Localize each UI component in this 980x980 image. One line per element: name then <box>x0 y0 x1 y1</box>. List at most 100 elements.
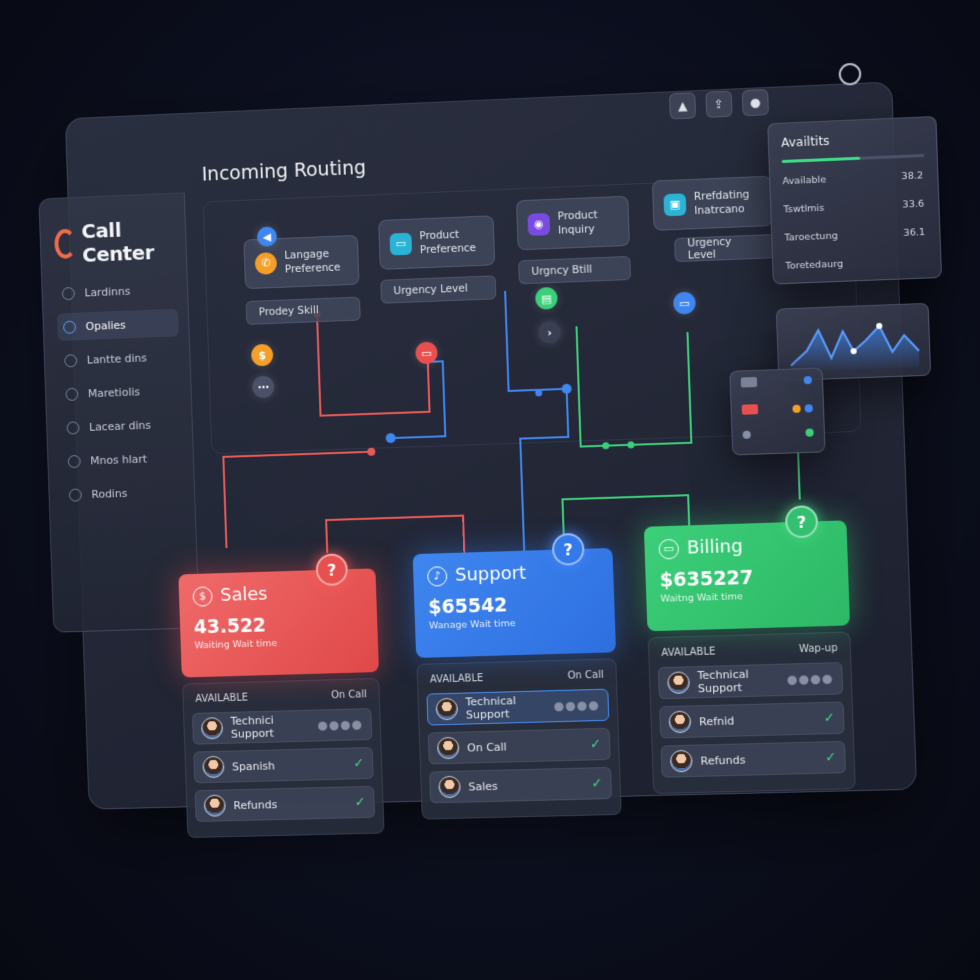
sidebar-item-label: Lacear dins <box>88 418 152 434</box>
more-icon[interactable]: ●●●● <box>786 671 834 687</box>
agent-name: Technici Support <box>230 713 274 741</box>
sub-node-label: Prodey Skill <box>258 304 319 319</box>
sidebar-item-4[interactable]: Lacear dins <box>60 410 182 442</box>
card-icon <box>741 403 759 415</box>
card-icon <box>740 376 758 388</box>
user-icon: ● <box>749 95 761 110</box>
queue-subtitle: Wanage Wait time <box>428 618 516 632</box>
sidebar-item-label: Maretiolis <box>87 384 141 400</box>
check-icon: ✓ <box>824 749 837 766</box>
agent-row[interactable]: Technici Support ●●●● <box>191 708 373 745</box>
dollar-icon: $ <box>192 585 213 607</box>
col-status: On Call <box>567 669 604 682</box>
queue-sales[interactable]: ? $Sales 43.522 Waiting Wait time AVAILA… <box>178 553 385 839</box>
sidebar-item-3[interactable]: Maretiolis <box>59 376 181 408</box>
agent-name: Refunds <box>700 752 746 768</box>
more-icon[interactable]: ●●●● <box>553 697 601 714</box>
agent-name: Technical Support <box>465 694 517 722</box>
queue-amount: $65542 <box>427 594 508 619</box>
sidebar-item-6[interactable]: Rodins <box>63 477 185 509</box>
queue-subtitle: Waiting Wait time <box>194 638 278 652</box>
nav-icon <box>67 454 81 468</box>
app-logo[interactable]: Call Center <box>54 215 186 268</box>
check-icon: ✓ <box>354 794 366 810</box>
nav-icon <box>61 286 75 300</box>
queue-header: ? ♪Support $65542 Wanage Wait time <box>412 532 617 658</box>
availability-value: 33.6 <box>902 198 925 211</box>
queue-billing[interactable]: ? ▭Billing $635227 Waitng Wait time AVAI… <box>643 505 856 795</box>
alert-icon: ▲ <box>677 98 688 114</box>
status-dot <box>803 375 812 385</box>
trend-panel <box>775 302 932 382</box>
agent-row[interactable]: Refnid✓ <box>659 701 845 739</box>
app-title: Call Center <box>81 217 155 267</box>
agent-row[interactable]: Refunds✓ <box>194 785 376 822</box>
nav-icon <box>64 353 78 367</box>
upload-button[interactable]: ⇪ <box>705 90 733 118</box>
sub-node-urgency-3[interactable]: Urgency Level <box>674 233 777 263</box>
queue-agents: AVAILABLE On Call Technical Support ●●●● O… <box>416 658 622 820</box>
agent-row[interactable]: Technical Support ●●●● <box>657 662 844 700</box>
col-available: AVAILABLE <box>429 673 484 686</box>
agent-name: Technical Support <box>697 667 749 696</box>
sub-node-urgency[interactable]: Urgency Level <box>380 275 497 304</box>
queue-support[interactable]: ? ♪Support $65542 Wanage Wait time AVAIL… <box>412 532 622 820</box>
status-dot <box>742 430 751 439</box>
queue-name: Billing <box>686 535 744 559</box>
queue-name: Support <box>454 562 527 586</box>
availability-label: Tswtlmis <box>783 202 825 216</box>
agent-row[interactable]: Refunds ✓ <box>660 740 847 778</box>
camera-icon: ◉ <box>527 213 551 236</box>
node-label: Product Inquiry <box>557 208 598 237</box>
avatar <box>436 736 460 760</box>
phone-icon: ✆ <box>254 252 278 275</box>
routing-node-product-preference[interactable]: ▭ Product Preference <box>378 215 496 270</box>
avatar <box>203 794 226 817</box>
agent-row[interactable]: Sales✓ <box>429 766 613 804</box>
sub-node-label: Urgncy Btill <box>531 263 593 278</box>
availability-row: Tswtlmis 33.6 <box>783 199 924 216</box>
avatar <box>435 697 459 721</box>
legend-row <box>730 369 822 394</box>
user-button[interactable]: ● <box>741 88 769 117</box>
more-icon[interactable]: ●●●● <box>317 717 364 733</box>
queue-header: ? $Sales 43.522 Waiting Wait time <box>178 553 379 678</box>
sidebar-item-5[interactable]: Mnos hlart <box>62 443 184 475</box>
availability-progress <box>781 153 925 164</box>
sidebar-item-1[interactable]: Opalies <box>56 308 179 342</box>
sidebar-item-label: Rodins <box>91 486 128 501</box>
agent-row[interactable]: Spanish✓ <box>193 746 374 784</box>
screen-icon: ▣ <box>663 193 687 217</box>
agent-row[interactable]: On Call✓ <box>427 727 611 765</box>
sidebar-item-2[interactable]: Lantte dins <box>58 342 180 374</box>
agent-row[interactable]: Technical Support ●●●● <box>426 688 610 726</box>
chart-icon: ▭ <box>389 232 413 256</box>
phone-icon <box>54 228 77 260</box>
col-available: AVAILABLE <box>195 692 249 705</box>
sidebar-nav: Lardinns Opalies Lantte dins Maretiolis … <box>56 275 185 515</box>
availability-label: Available <box>782 174 827 188</box>
agent-name: Sales <box>468 779 498 793</box>
routing-node-routing[interactable]: ▣ Rrefdating Inatrcano <box>651 175 773 231</box>
alert-button[interactable]: ▲ <box>669 92 697 120</box>
availability-title: Availtits <box>780 133 830 150</box>
node-label: Product Preference <box>419 228 477 257</box>
status-dot <box>804 404 813 413</box>
availability-label: Taroectung <box>784 230 838 244</box>
queue-header: ? ▭Billing $635227 Waitng Wait time <box>643 505 851 632</box>
node-label: Rrefdating Inatrcano <box>693 188 750 218</box>
col-available: AVAILABLE <box>661 646 716 660</box>
legend-row <box>732 422 824 445</box>
avatar <box>438 775 461 799</box>
availability-label: Toretedaurg <box>785 258 844 272</box>
availability-progress-fill <box>781 156 861 164</box>
routing-node-product-inquiry[interactable]: ◉ Product Inquiry <box>515 195 630 251</box>
sub-node-urgency-2[interactable]: Urgncy Btill <box>518 255 632 285</box>
avatar <box>669 749 693 773</box>
sub-node-skill[interactable]: Prodey Skill <box>245 296 361 325</box>
sidebar-item-0[interactable]: Lardinns <box>56 275 178 307</box>
upload-icon: ⇪ <box>713 96 725 112</box>
